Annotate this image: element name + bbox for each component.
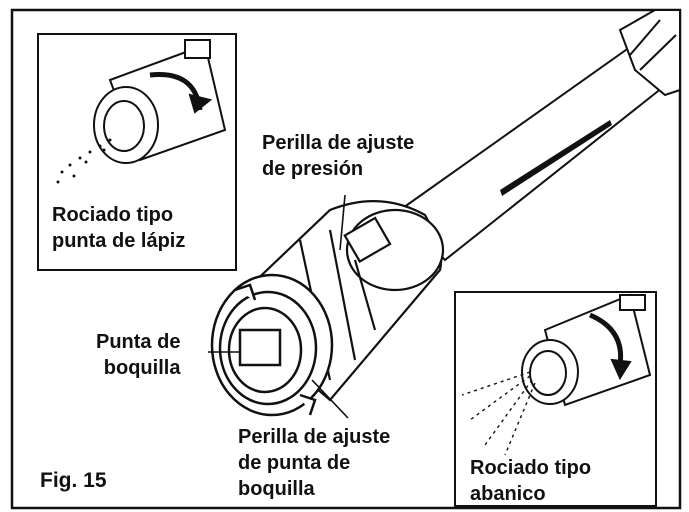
- wand-shaft: [398, 9, 681, 262]
- pencil-spray-dots: [56, 138, 112, 184]
- tip-knob-label: Perilla de ajuste de punta de boquilla: [238, 424, 390, 502]
- nozzle-tip-label: Punta de boquilla: [96, 329, 180, 381]
- figure-caption: Fig. 15: [40, 469, 107, 492]
- fan-spray-lines: [461, 371, 536, 456]
- fan-spray-label: Rociado tipo abanico: [470, 455, 591, 507]
- pencil-spray-line1: Rociado tipo: [52, 204, 174, 226]
- nozzle-tip-line1: Punta de: [96, 331, 181, 353]
- shaft-text: [500, 120, 612, 196]
- tip-knob-line2: de punta de: [238, 452, 351, 474]
- leader-lines: [208, 194, 349, 419]
- pencil-spray-line2: punta de lápiz: [52, 230, 186, 252]
- nozzle-tip-front: [210, 273, 334, 417]
- tip-knob-line1: Perilla de ajuste: [238, 426, 391, 448]
- outer-border: [10, 8, 682, 510]
- inset-fan: [454, 291, 657, 507]
- tip-knob-line3: boquilla: [238, 478, 315, 500]
- pressure-knob-line1: Perilla de ajuste: [262, 132, 415, 154]
- pencil-spray-label: Rociado tipo punta de lápiz: [52, 202, 185, 254]
- fan-spray-line1: Rociado tipo: [470, 457, 592, 479]
- pressure-knob-line2: de presión: [262, 158, 364, 180]
- inset-pencil: [37, 33, 237, 271]
- fan-spray-line2: abanico: [470, 483, 546, 505]
- nozzle-tip-line2: boquilla: [103, 357, 181, 379]
- pressure-knob-label: Perilla de ajuste de presión: [262, 130, 414, 182]
